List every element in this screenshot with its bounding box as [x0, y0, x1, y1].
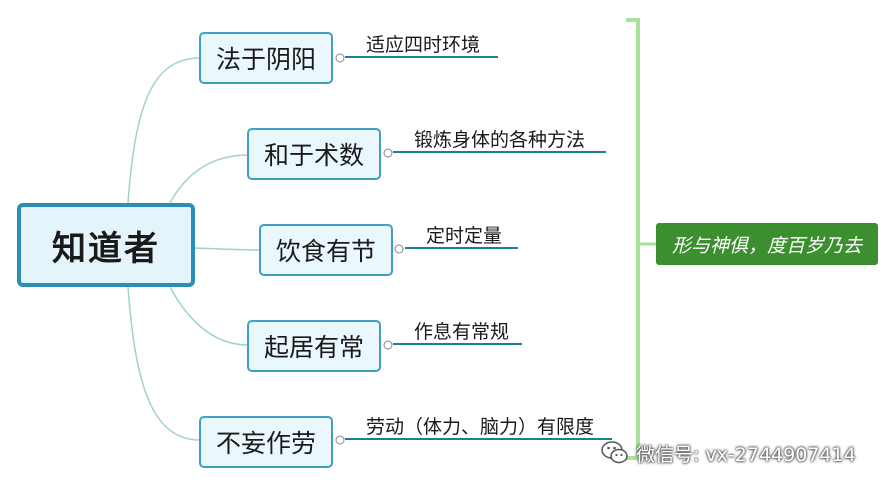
connector-4 [169, 286, 249, 346]
collapse-dot-3[interactable] [394, 244, 404, 254]
leaf-node-4[interactable]: 作息有常规 [414, 321, 510, 343]
branch-node-1[interactable]: 法于阴阳 [199, 32, 333, 84]
leaf-node-5[interactable]: 劳动（体力、脑力）有限度 [366, 416, 595, 438]
wechat-icon [601, 441, 628, 464]
watermark: 微信号: vx-2744907414 [600, 436, 856, 470]
summary-node[interactable]: 形与神俱，度百岁乃去 [656, 223, 878, 265]
collapse-dot-5[interactable] [335, 435, 345, 445]
connector-3 [194, 247, 261, 251]
collapse-dot-4[interactable] [383, 340, 393, 350]
connector-1 [127, 57, 201, 204]
connector-5 [127, 286, 201, 441]
leaf-node-2[interactable]: 锻炼身体的各种方法 [414, 129, 586, 151]
leaf-node-1[interactable]: 适应四时环境 [366, 34, 481, 56]
watermark-text: 微信号: vx-2744907414 [636, 443, 856, 466]
collapse-dot-2[interactable] [383, 148, 393, 158]
branch-node-3[interactable]: 饮食有节 [259, 224, 393, 276]
branch-node-5[interactable]: 不妄作劳 [199, 416, 333, 468]
root-node[interactable]: 知道者 [17, 203, 195, 287]
branch-node-2[interactable]: 和于术数 [247, 128, 381, 180]
summary-bracket [626, 18, 640, 460]
leaf-node-3[interactable]: 定时定量 [426, 225, 503, 247]
branch-node-4[interactable]: 起居有常 [247, 320, 381, 372]
connector-2 [169, 154, 249, 204]
collapse-dot-1[interactable] [335, 53, 345, 63]
